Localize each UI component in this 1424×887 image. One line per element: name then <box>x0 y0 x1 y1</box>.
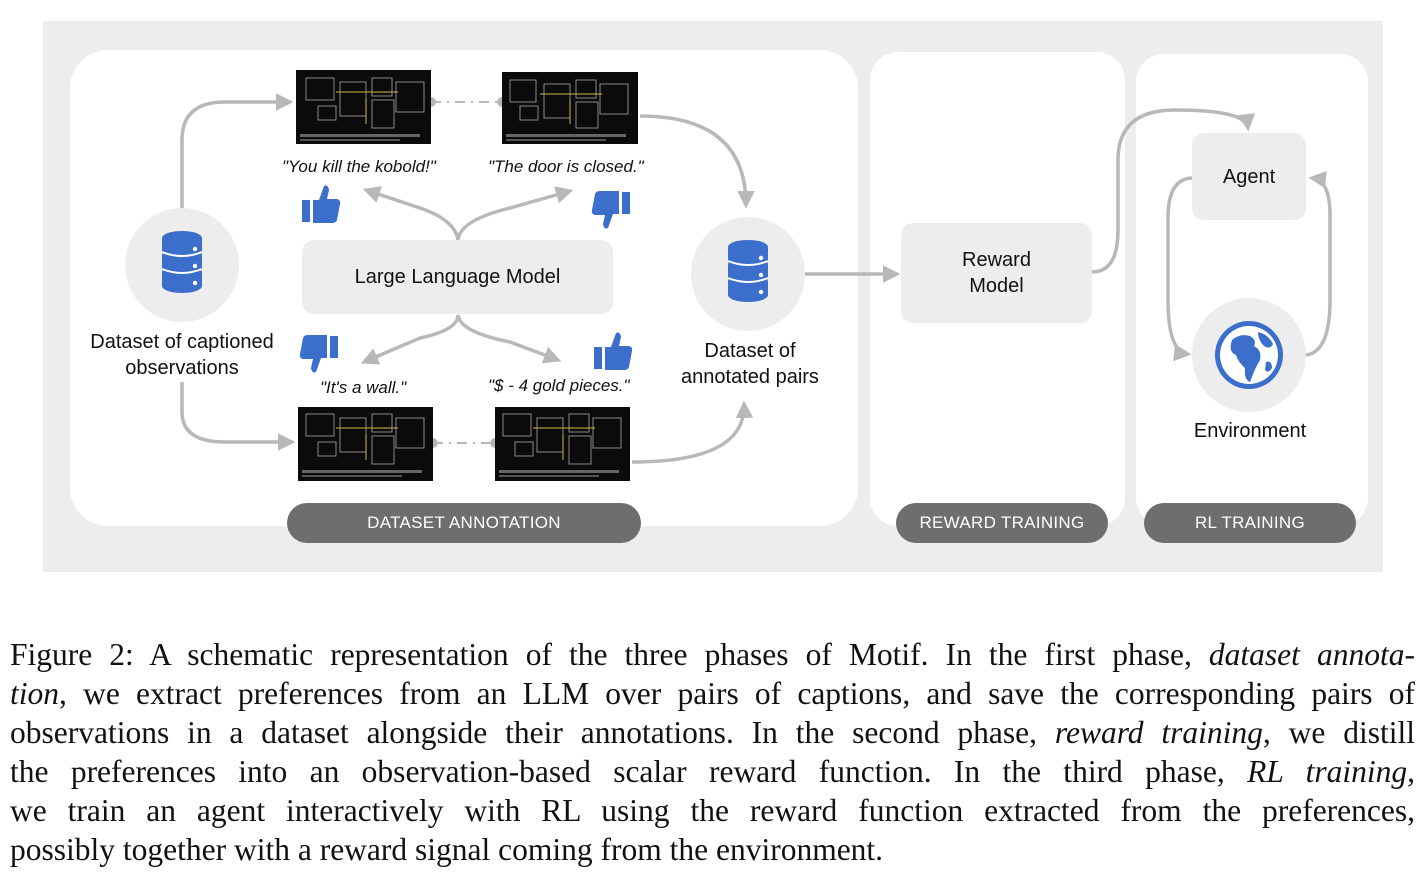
nethack-screen-thumbnail <box>298 407 433 481</box>
caption-line-1: Figure 2: A schematic representation of … <box>10 637 1415 672</box>
panel-rl-training <box>1136 54 1368 526</box>
agent-box: Agent <box>1192 133 1306 220</box>
nethack-screen-thumbnail <box>495 407 630 481</box>
reward-model-box: Reward Model <box>901 223 1092 323</box>
nethack-screen-thumbnail <box>296 70 431 144</box>
figure-caption: Figure 2: A schematic representation of … <box>10 635 1415 869</box>
caption-bottom-right: "$ - 4 gold pieces." <box>488 376 630 395</box>
agent-label: Agent <box>1222 165 1276 188</box>
caption-line-5: we train an agent interactively with RL … <box>10 793 1415 828</box>
caption-line-4: the preferences into an observation-base… <box>10 754 1415 789</box>
llm-label: Large Language Model <box>354 266 561 288</box>
globe-icon <box>1215 321 1283 389</box>
caption-line-6: possibly together with a reward signal c… <box>10 832 884 867</box>
caption-line-3: observations in a dataset alongside thei… <box>10 715 1415 750</box>
phase-rl-training: RL TRAINING <box>1144 503 1356 543</box>
caption-line-2: tion, we extract preferences from an LLM… <box>10 676 1415 711</box>
database-icon <box>727 239 769 303</box>
phase-reward-training: REWARD TRAINING <box>896 503 1108 543</box>
annotated-pairs-label: Dataset of annotated pairs <box>681 340 819 388</box>
reward-model-label: Reward Model <box>962 249 1031 297</box>
nethack-screen-thumbnail <box>502 72 638 144</box>
motif-diagram: Large Language Model Reward Model Agent … <box>43 21 1383 572</box>
database-icon <box>161 230 203 294</box>
environment-label: Environment <box>1193 420 1307 442</box>
phase-dataset-annotation: DATASET ANNOTATION <box>287 503 641 543</box>
dataset-captioned-label: Dataset of captioned observations <box>90 331 274 379</box>
caption-bottom-left: "It's a wall." <box>320 378 407 397</box>
caption-top-left: "You kill the kobold!" <box>282 157 436 176</box>
llm-box: Large Language Model <box>302 240 613 314</box>
caption-top-right: "The door is closed." <box>488 157 644 176</box>
arrows <box>180 93 1332 464</box>
